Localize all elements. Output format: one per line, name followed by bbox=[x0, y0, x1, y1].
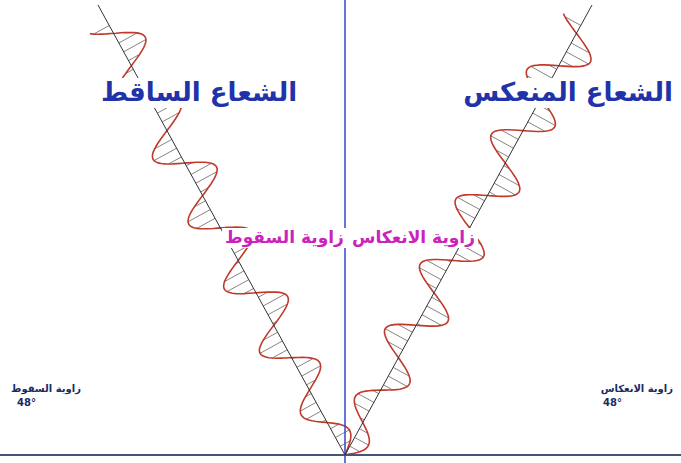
angle-caption: زاوية الانعكاس bbox=[598, 383, 676, 395]
incident-hatching bbox=[94, 26, 351, 447]
mirror-surface bbox=[0, 454, 681, 456]
title-label: الشعاع المنعكس bbox=[460, 78, 676, 108]
angle-label: زاوية الانعكاس bbox=[349, 228, 478, 248]
angle-value: 48° bbox=[14, 397, 39, 409]
angle-value: 48° bbox=[600, 397, 625, 409]
angle-caption: زاوية السقوط bbox=[8, 383, 84, 395]
reflected-ray bbox=[345, 5, 592, 455]
incident-wave bbox=[90, 33, 351, 456]
title-label: الشعاع الساقط bbox=[98, 78, 300, 108]
angle-label: زاوية السقوط bbox=[222, 228, 347, 248]
